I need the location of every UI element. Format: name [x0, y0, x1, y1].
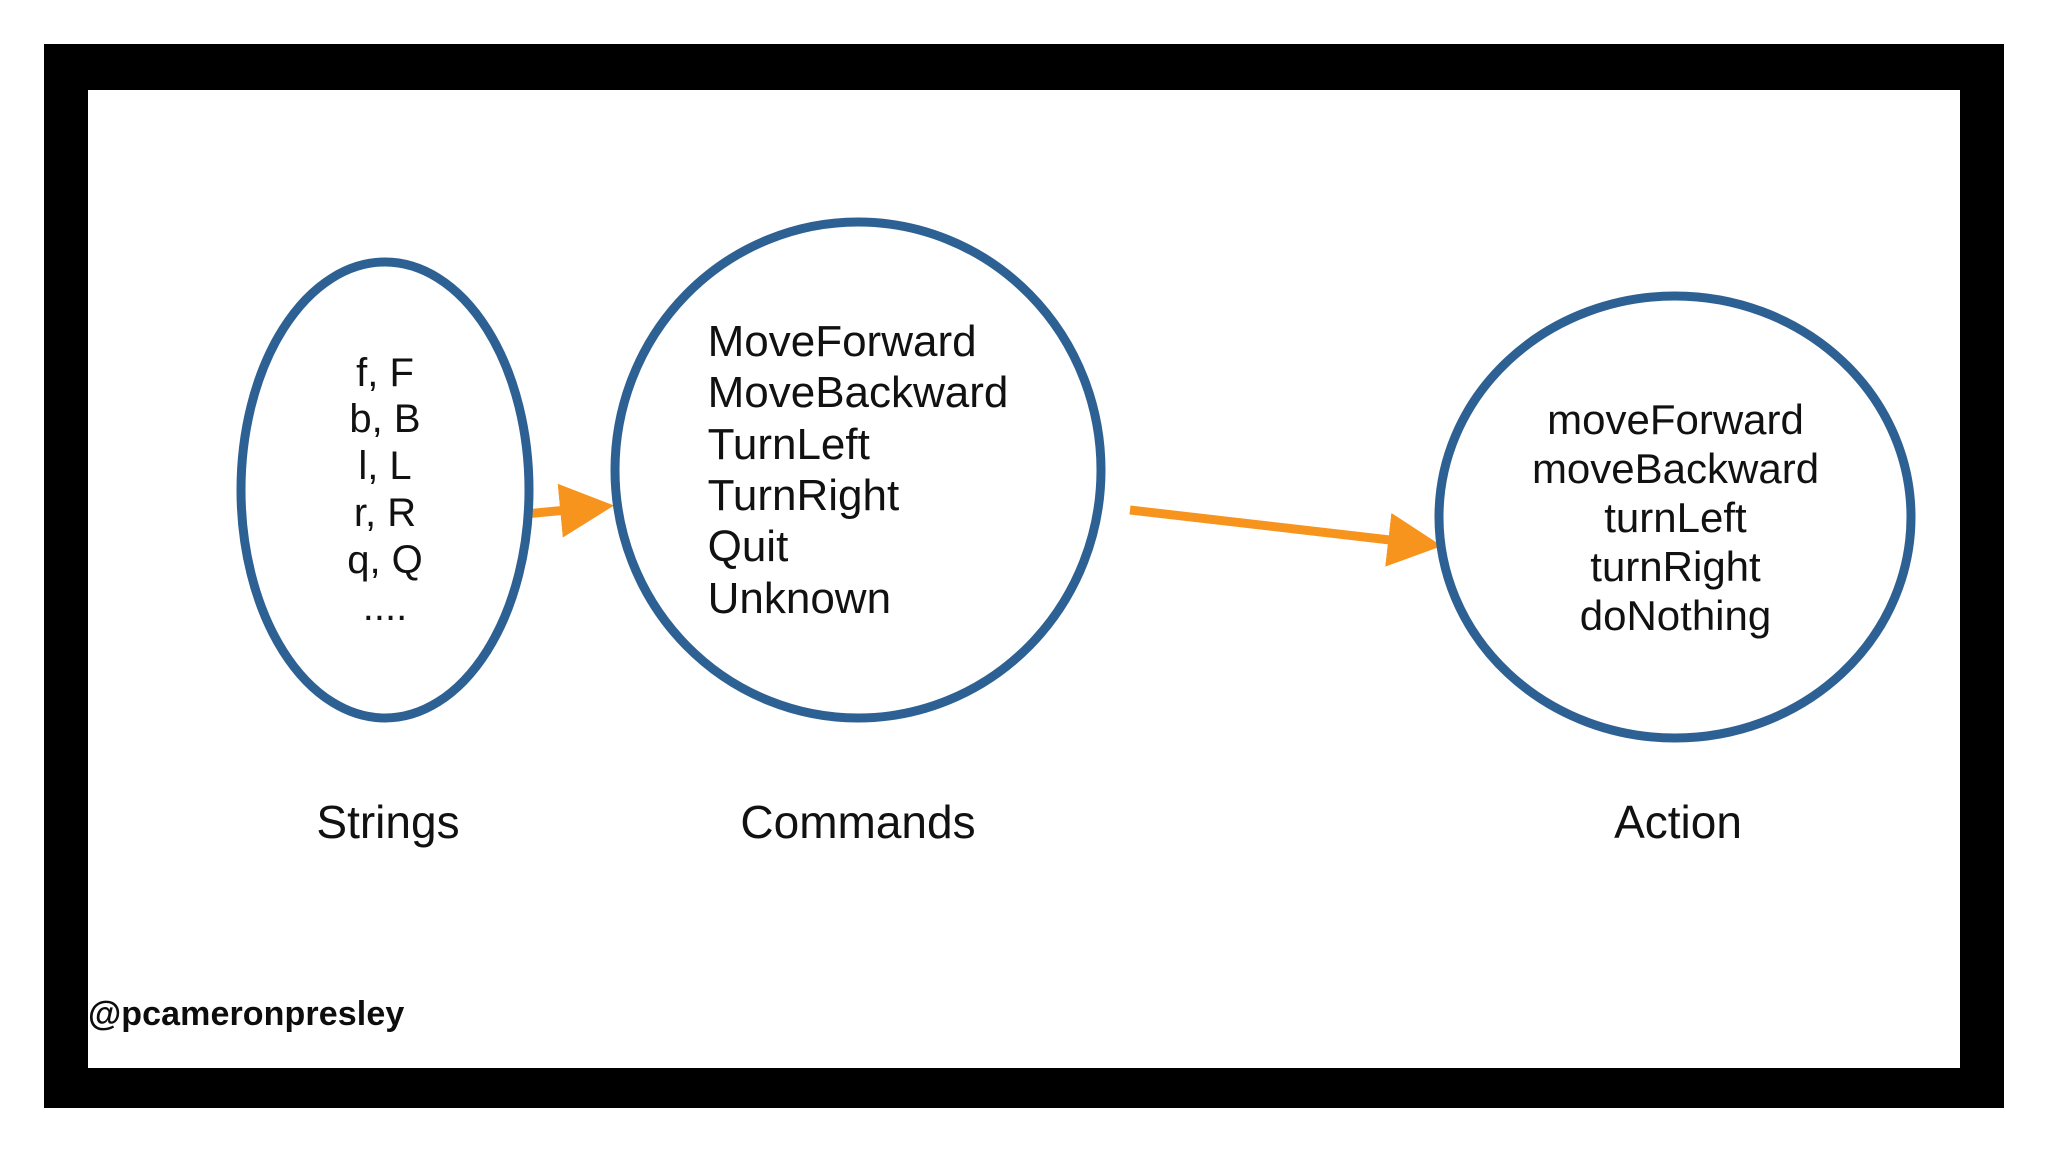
node-strings[interactable]: f, F b, B l, L r, R q, Q ....: [234, 255, 536, 725]
ellipse-shape-action: [1434, 291, 1916, 743]
caption-action: Action: [1614, 796, 1742, 848]
node-commands-items: MoveForward MoveBackward TurnLeft TurnRi…: [707, 316, 1009, 623]
ellipse-shape-strings: [236, 257, 534, 723]
author-watermark: @pcameronpresley: [88, 995, 405, 1033]
pipeline-diagram: f, F b, B l, L r, R q, Q .... MoveForwar…: [88, 90, 1960, 1068]
ellipse-shape-commands: [610, 217, 1106, 723]
node-action-items: moveForward moveBackward turnLeft turnRi…: [1531, 395, 1820, 640]
node-commands[interactable]: MoveForward MoveBackward TurnLeft TurnRi…: [608, 215, 1108, 725]
node-strings-items: f, F b, B l, L r, R q, Q ....: [347, 350, 423, 629]
node-action[interactable]: moveForward moveBackward turnLeft turnRi…: [1433, 290, 1918, 745]
caption-strings: Strings: [316, 796, 460, 848]
caption-commands: Commands: [740, 796, 976, 848]
arrow-commands-to-action: [1129, 505, 1442, 567]
